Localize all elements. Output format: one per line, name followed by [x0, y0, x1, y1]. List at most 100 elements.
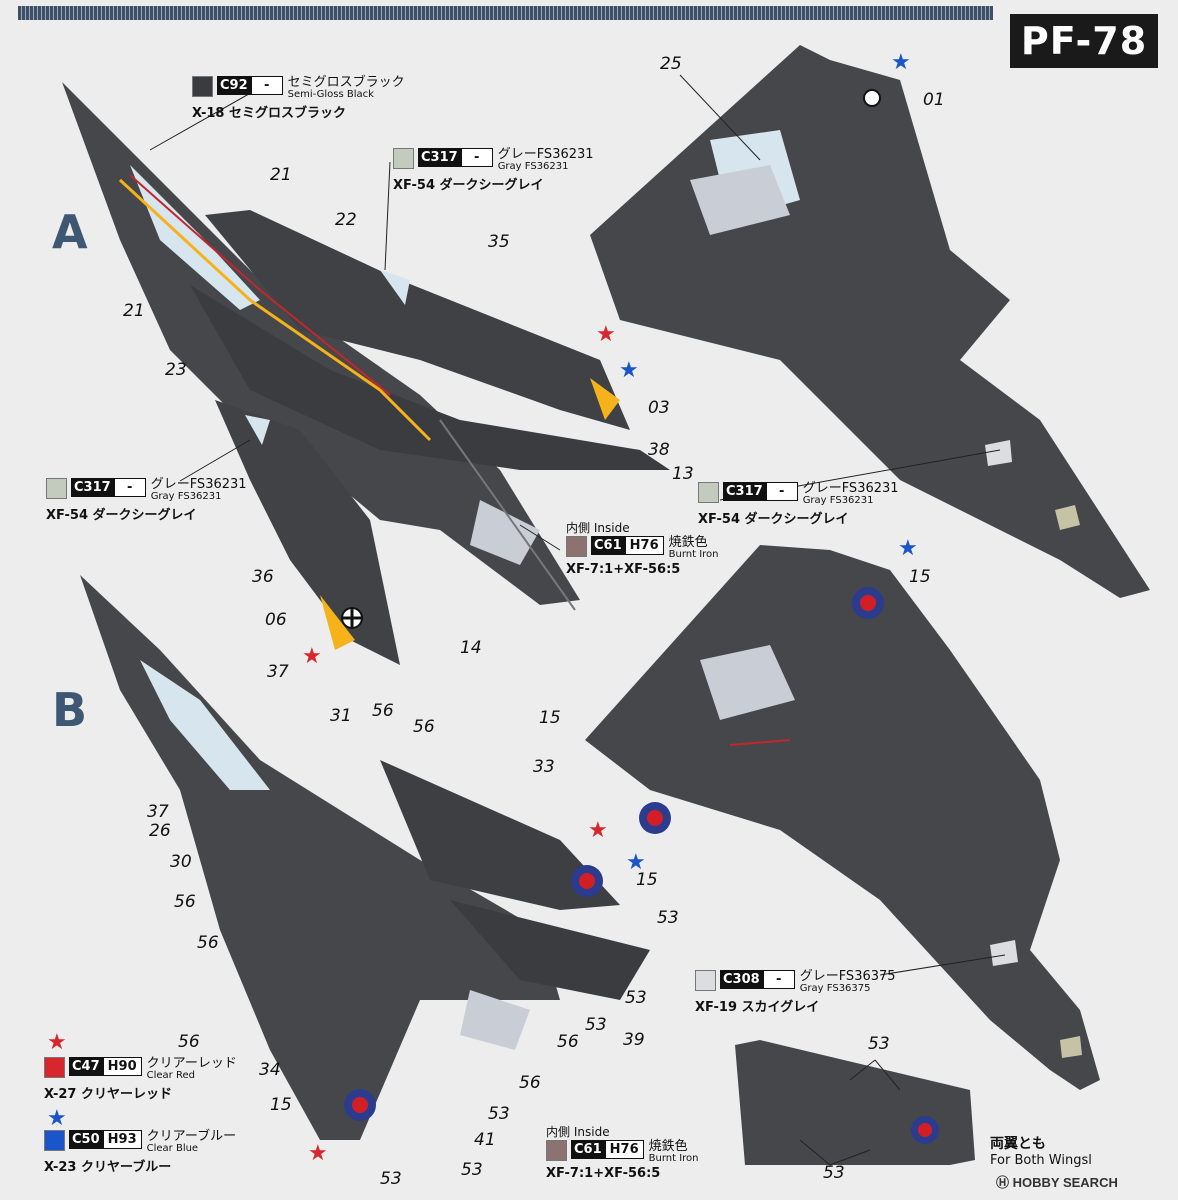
color-code: C317: [418, 148, 461, 167]
part-number: 56: [372, 701, 394, 721]
part-number: 53: [625, 988, 647, 1008]
color-code: C50: [69, 1130, 103, 1149]
wing-inset: [735, 1040, 975, 1165]
part-number: 30: [170, 852, 192, 872]
mr-color-mix: X-27 クリヤーレッド: [44, 1087, 172, 1102]
part-number: 56: [557, 1032, 579, 1052]
color-code: C47: [69, 1057, 103, 1076]
color-name-en: Gray FS36231: [802, 495, 874, 506]
part-number: 56: [174, 892, 196, 912]
both-wings-note: 両翼とも For Both Wingsl: [990, 1133, 1092, 1168]
color-code: C317: [723, 482, 766, 501]
header-stripe: [18, 6, 993, 20]
color-swatch: [393, 148, 414, 169]
color-name-jp: 焼鉄色: [668, 535, 708, 550]
blue-star-icon: ★: [619, 358, 639, 383]
part-number: 53: [461, 1160, 483, 1180]
color-swatch: [46, 478, 67, 499]
part-number: 41: [474, 1130, 496, 1150]
aircraft-a-bottom: [590, 45, 1150, 598]
color-name-en: Gray FS36231: [497, 161, 569, 172]
inside-en: Inside: [573, 1125, 610, 1139]
red-star-icon: ★: [302, 644, 322, 669]
part-number: 25: [660, 54, 682, 74]
red-star-icon: ★: [588, 818, 608, 843]
color-swatch: [566, 536, 587, 557]
color-name-en: Burnt Iron: [668, 549, 719, 560]
aircraft-a-top: [62, 82, 670, 665]
color-code-alt: H76: [604, 1140, 644, 1159]
red-star-icon: ★: [47, 1030, 67, 1055]
color-swatch: [44, 1057, 65, 1078]
part-number: 53: [823, 1163, 845, 1183]
part-number: 22: [335, 210, 357, 230]
color-swatch: [546, 1140, 567, 1161]
part-number: 15: [270, 1095, 292, 1115]
color-code-alt: H76: [624, 536, 664, 555]
color-name-jp: グレーFS36375: [799, 969, 896, 984]
mr-color-mix: X-23 クリヤーブルー: [44, 1160, 172, 1175]
part-number: 15: [539, 708, 561, 728]
color-code: C61: [591, 536, 625, 555]
blue-star-icon: ★: [47, 1106, 67, 1131]
sheet-code: PF-78: [1010, 14, 1158, 68]
color-name-en: Gray FS36231: [150, 491, 222, 502]
mr-color-mix: XF-54 ダークシーグレイ: [698, 512, 849, 527]
part-number: 15: [636, 870, 658, 890]
part-number: 37: [267, 662, 289, 682]
color-code: C92: [217, 76, 251, 95]
blue-star-icon: ★: [898, 536, 918, 561]
part-number: 53: [380, 1169, 402, 1189]
mr-color-mix: XF-54 ダークシーグレイ: [46, 508, 197, 523]
inside-jp: 内側: [566, 521, 591, 535]
part-number: 06: [265, 610, 287, 630]
part-number: 33: [533, 757, 555, 777]
color-code: C61: [571, 1140, 605, 1159]
blue-star-icon: ★: [626, 850, 646, 875]
red-star-icon: ★: [596, 322, 616, 347]
both-wings-en: For Both Wingsl: [990, 1153, 1092, 1168]
part-number: 38: [648, 440, 670, 460]
color-code-alt: -: [460, 148, 493, 167]
color-swatch: [698, 482, 719, 503]
mr-color-mix: XF-19 スカイグレイ: [695, 1000, 820, 1015]
color-name-en: Gray FS36375: [799, 983, 871, 994]
part-number: 13: [672, 464, 694, 484]
color-code-alt: -: [765, 482, 798, 501]
part-number: 34: [259, 1060, 281, 1080]
color-code: C317: [71, 478, 114, 497]
part-number: 53: [488, 1104, 510, 1124]
both-wings-jp: 両翼とも: [990, 1136, 1046, 1152]
color-swatch: [695, 970, 716, 991]
part-number: 26: [149, 821, 171, 841]
part-number: 23: [165, 360, 187, 380]
mr-color-mix: XF-7:1+XF-56:5: [546, 1166, 661, 1181]
mr-color-mix: XF-7:1+XF-56:5: [566, 562, 681, 577]
mr-color-mix: X-18 セミグロスブラック: [192, 106, 346, 121]
color-code-alt: H93: [102, 1130, 142, 1149]
section-label-a: A: [52, 205, 88, 259]
color-name-jp: 焼鉄色: [648, 1139, 688, 1154]
part-number: 53: [657, 908, 679, 928]
color-name-en: Semi-Gloss Black: [287, 89, 374, 100]
part-number: 21: [123, 301, 145, 321]
color-name-en: Clear Red: [146, 1070, 195, 1081]
color-swatch: [192, 76, 213, 97]
color-name-en: Burnt Iron: [648, 1153, 699, 1164]
aircraft-b-bottom: [585, 545, 1100, 1090]
color-name-jp: グレーFS36231: [802, 481, 899, 496]
part-number: 56: [197, 933, 219, 953]
part-number: 35: [488, 232, 510, 252]
part-number: 37: [147, 802, 169, 822]
blue-star-icon: ★: [891, 50, 911, 75]
color-name-jp: セミグロスブラック: [287, 75, 405, 90]
